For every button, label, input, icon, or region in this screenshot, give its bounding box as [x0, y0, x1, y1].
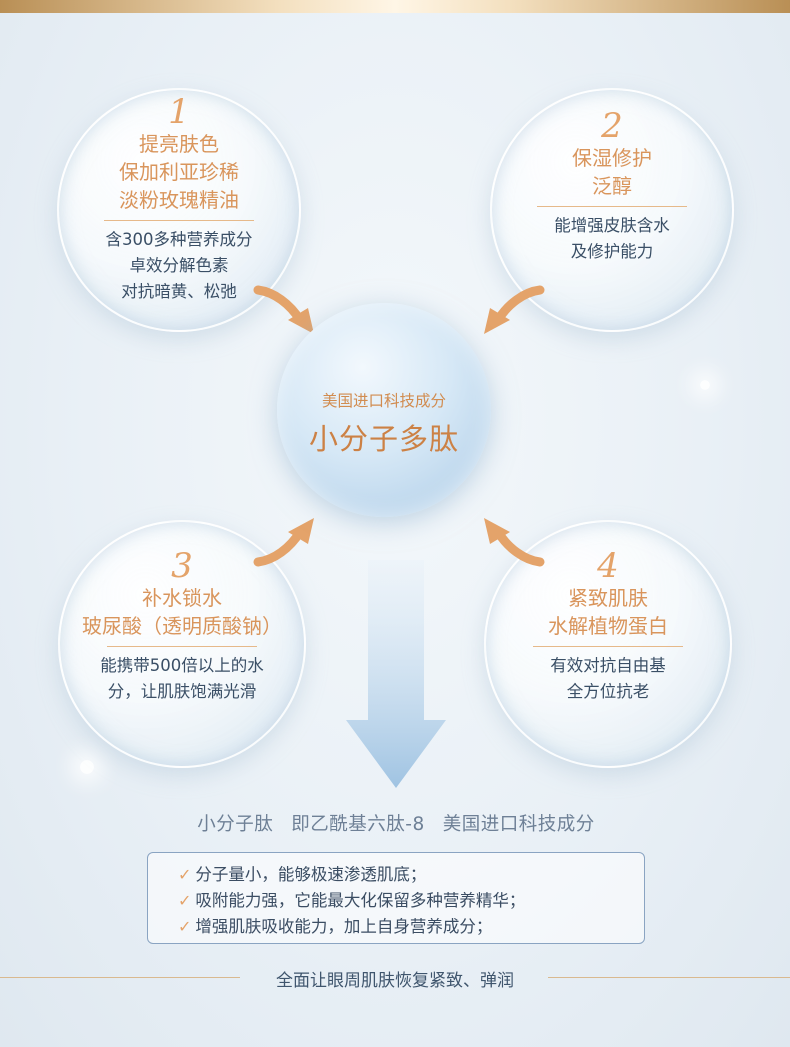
- footer-slogan: 全面让眼周肌肤恢复紧致、弹润: [0, 966, 790, 991]
- divider: [104, 220, 254, 221]
- curved-arrow-icon: [484, 285, 545, 334]
- divider: [533, 646, 683, 647]
- bubble-number: 3: [171, 546, 193, 586]
- benefit-item: ✓分子量小，能够极速渗透肌底；: [178, 861, 426, 885]
- bubble-number: 1: [168, 92, 190, 132]
- footer-divider-left: [0, 977, 240, 978]
- center-bubble: 美国进口科技成分 小分子多肽: [277, 303, 491, 517]
- bubble-title-line: 泛醇: [592, 174, 632, 198]
- bubble-title-line: 提亮肤色: [139, 132, 219, 156]
- benefit-text: 增强肌肤吸收能力，加上自身营养成分；: [195, 917, 493, 936]
- bubble-desc-line: 及修护能力: [570, 242, 654, 261]
- footer-text: 全面让眼周肌肤恢复紧致、弹润: [276, 971, 514, 991]
- bubble-number: 4: [597, 546, 619, 586]
- bubble-desc-line: 分，让肌肤饱满光滑: [107, 682, 257, 701]
- benefit-item: ✓吸附能力强，它能最大化保留多种营养精华；: [178, 887, 525, 911]
- top-gold-bar: [0, 0, 790, 13]
- bubble-desc-line: 有效对抗自由基: [550, 656, 666, 675]
- ingredient-name: 小分子肽: [197, 814, 274, 835]
- sparkle-decoration: [80, 760, 94, 774]
- bubble-title-line: 补水锁水: [142, 586, 222, 610]
- bubble-title-line: 保湿修护: [572, 146, 652, 170]
- down-arrow-icon: [346, 560, 446, 788]
- check-icon: ✓: [178, 917, 192, 936]
- sparkle-decoration: [700, 380, 710, 390]
- ingredient-chemical: 即乙酰基六肽-8: [291, 814, 425, 835]
- divider: [537, 206, 687, 207]
- bubble-desc-line: 全方位抗老: [566, 682, 650, 701]
- bubble-desc-line: 能增强皮肤含水: [554, 216, 670, 235]
- bubble-title-line: 紧致肌肤: [568, 586, 648, 610]
- bubble-1: 1 提亮肤色 保加利亚珍稀 淡粉玫瑰精油 含300多种营养成分 卓效分解色素 对…: [57, 88, 301, 332]
- divider: [107, 646, 257, 647]
- bubble-number: 2: [601, 106, 623, 146]
- center-title: 小分子多肽: [308, 422, 459, 456]
- benefit-text: 吸附能力强，它能最大化保留多种营养精华；: [195, 891, 526, 910]
- center-subtitle: 美国进口科技成分: [321, 392, 446, 410]
- bubble-desc-line: 含300多种营养成分: [105, 230, 253, 249]
- ingredient-line: 小分子肽即乙酰基六肽-8 美国进口科技成分: [147, 810, 645, 836]
- check-icon: ✓: [178, 865, 192, 884]
- bubble-title-line: 保加利亚珍稀: [119, 160, 239, 184]
- ingredient-origin: 美国进口科技成分: [442, 814, 595, 835]
- benefit-item: ✓增强肌肤吸收能力，加上自身营养成分；: [178, 913, 492, 937]
- bubble-desc-line: 对抗暗黄、松弛: [121, 282, 237, 301]
- benefits-box: ✓分子量小，能够极速渗透肌底； ✓吸附能力强，它能最大化保留多种营养精华； ✓增…: [147, 852, 645, 944]
- curved-arrow-icon: [484, 518, 545, 567]
- bubble-title-line: 玻尿酸（透明质酸钠）: [82, 614, 282, 638]
- curved-arrow-icon: [253, 518, 314, 567]
- bubble-desc-line: 能携带500倍以上的水: [100, 656, 264, 675]
- bubble-desc-line: 卓效分解色素: [129, 256, 229, 275]
- bubble-title-line: 水解植物蛋白: [548, 614, 668, 638]
- footer-divider-right: [548, 977, 790, 978]
- check-icon: ✓: [178, 891, 192, 910]
- benefit-text: 分子量小，能够极速渗透肌底；: [195, 865, 427, 884]
- curved-arrow-icon: [253, 285, 314, 334]
- bubble-title-line: 淡粉玫瑰精油: [119, 188, 239, 212]
